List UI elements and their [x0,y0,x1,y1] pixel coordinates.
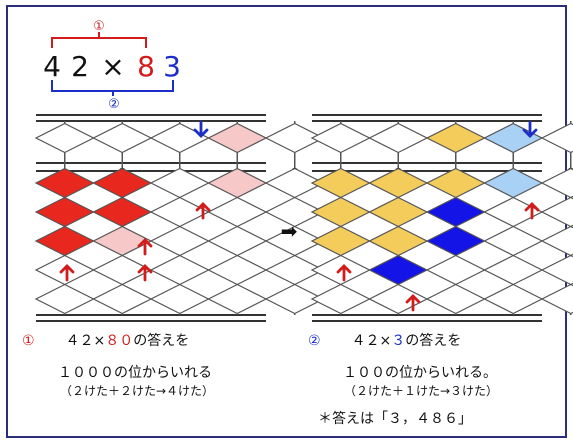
left-caption-line2: １０００の位からいれる [58,365,212,381]
abacus-bead [92,196,153,228]
abacus-bead [425,254,486,286]
abacus-bead [425,283,486,315]
left-abacus-panel [34,114,325,322]
up-arrow-icon [137,238,153,256]
digit-bracket-bottom [51,80,174,96]
abacus-bead [425,167,486,199]
marker-two: ② [108,97,120,112]
abacus-bead [368,122,429,154]
abacus-bead [92,167,153,199]
abacus-bead [368,254,429,286]
right-caption-line2: １００の位からいれる。 [343,365,497,381]
abacus-bead [540,167,573,199]
abacus-bead [207,167,268,199]
abacus-bead [310,167,371,199]
abacus-bead [483,122,544,154]
left-caption-line3: （２けた＋２けた→４けた） [60,384,215,398]
abacus-bead [34,225,95,257]
abacus-bead [368,167,429,199]
abacus-bead [264,283,325,315]
up-arrow-icon [137,264,153,282]
abacus-bead [92,283,153,315]
right-caption-line3: （２けた＋１けた→３けた） [344,384,499,398]
right-caption-post: の答えを [405,333,462,349]
abacus-bead [540,254,573,286]
abacus-bead [92,122,153,154]
problem-digit: × [101,50,124,83]
abacus-bead [149,225,210,257]
left-caption-highlight: ８０ [105,333,134,349]
left-caption-line1: ① ４２×８０の答えを [22,330,189,350]
abacus-bead [368,283,429,315]
abacus-bead [207,254,268,286]
marker-one: ① [93,19,105,34]
left-caption-marker: ① [22,333,35,349]
left-caption-post: の答えを [133,333,190,349]
abacus-bead [310,196,371,228]
panel-arrow: ➡ [281,219,298,243]
right-caption-line1: ② ４２×３の答えを [308,330,461,350]
abacus-bead [483,254,544,286]
abacus-bead [310,225,371,257]
right-abacus-panel [310,114,573,322]
abacus-bead [207,225,268,257]
abacus-bead [483,283,544,315]
abacus-bead [368,196,429,228]
up-arrow-icon [195,202,211,220]
left-caption-pre: ４２× [65,333,106,349]
abacus-bead [425,196,486,228]
abacus-bead [207,122,268,154]
problem-digit: 3 [163,50,181,83]
abacus-bead [149,196,210,228]
right-caption-highlight: ３ [391,333,406,349]
abacus-bead [149,283,210,315]
abacus-bead [149,167,210,199]
down-arrow-icon [522,120,538,138]
abacus-bead [483,167,544,199]
abacus-bead [34,167,95,199]
abacus-bead [34,122,95,154]
abacus-bead [34,196,95,228]
abacus-bead [425,122,486,154]
up-arrow-icon [336,264,352,282]
abacus-bead [264,122,325,154]
abacus-bead [310,283,371,315]
problem-digit: 4 [43,50,61,83]
abacus-bead [540,122,573,154]
abacus-bead [207,283,268,315]
abacus-bead [425,225,486,257]
up-arrow-icon [59,264,75,282]
right-caption-marker: ② [308,333,321,349]
abacus-bead [34,283,95,315]
digit-bracket-top [51,32,147,48]
up-arrow-icon [405,294,421,312]
abacus-bead [207,196,268,228]
down-arrow-icon [193,120,209,138]
abacus-bead [310,122,371,154]
up-arrow-icon [524,202,540,220]
abacus-bead [540,283,573,315]
problem-digit: 8 [137,50,155,83]
problem-digit: 2 [71,50,89,83]
abacus-bead [540,225,573,257]
abacus-bead [483,225,544,257]
right-caption-pre: ４２× [351,333,392,349]
abacus-bead [540,196,573,228]
answer-note: ＊答えは「３，４８６」 [318,411,472,427]
abacus-bead [368,225,429,257]
abacus-bead [149,254,210,286]
